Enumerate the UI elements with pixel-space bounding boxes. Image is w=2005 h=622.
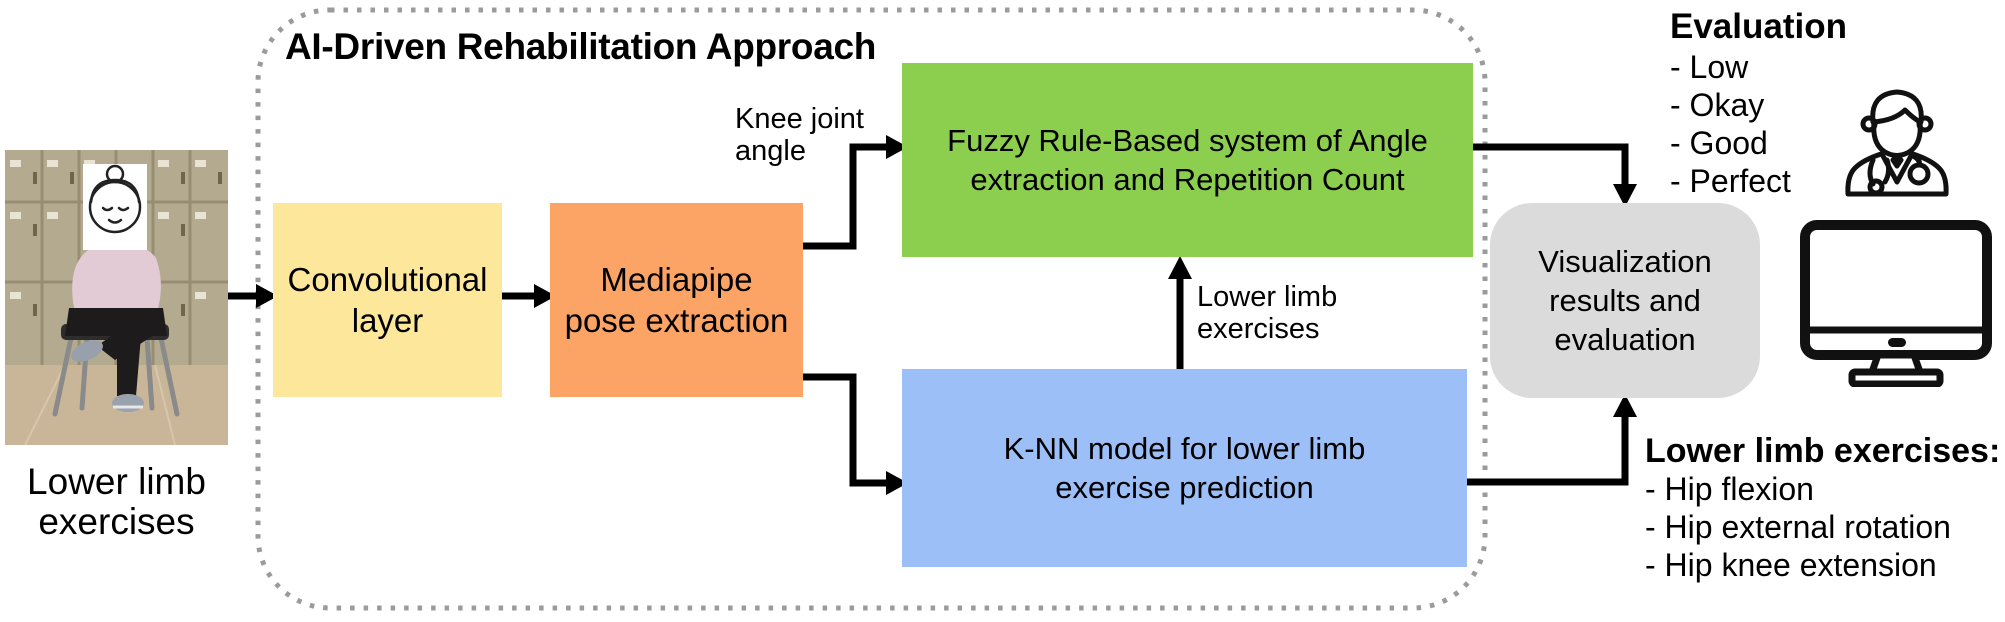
- box-label-line: Visualization: [1538, 244, 1712, 279]
- dashed-enclosure: [255, 7, 1488, 611]
- diagram-title: AI-Driven Rehabilitation Approach: [285, 26, 877, 67]
- doctor-icon: [1845, 89, 1949, 197]
- seated-person: [65, 164, 167, 412]
- evaluation-list: - Low- Okay- Good- Perfect: [1670, 48, 1847, 200]
- box-label-line: K-NN model for lower limb: [1003, 431, 1366, 466]
- evaluation-heading: Evaluation: [1670, 7, 1847, 46]
- exercise-item: - Hip external rotation: [1645, 509, 1951, 545]
- box-label-line: Convolutional: [287, 261, 488, 298]
- fuzzy-rule-system-box: Fuzzy Rule-Based system of Angle extracti…: [902, 63, 1473, 257]
- evaluation-item: - Okay: [1670, 87, 1765, 123]
- box-label-line: evaluation: [1554, 322, 1696, 357]
- label-line: angle: [735, 135, 806, 167]
- convolutional-layer-box: Convolutional layer: [273, 203, 502, 397]
- evaluation-item: - Good: [1670, 125, 1768, 161]
- label-line: Lower limb: [1197, 281, 1338, 313]
- box-label-line: pose extraction: [564, 302, 789, 339]
- caption-line: exercises: [38, 501, 195, 542]
- visualization-results-box: Visualization results and evaluation: [1490, 203, 1760, 398]
- exercise-item: - Hip flexion: [1645, 471, 1814, 507]
- box-label-line: extraction and Repetition Count: [970, 162, 1405, 197]
- exercises-heading: Lower limb exercises:: [1645, 432, 2001, 470]
- label-line: Knee joint: [735, 103, 864, 135]
- box-label-line: layer: [351, 302, 424, 339]
- patient-exercise-photo: [5, 150, 228, 445]
- caption-line: Lower limb: [27, 461, 206, 502]
- knn-model-box: K-NN model for lower limb exercise predic…: [902, 369, 1467, 567]
- chair: [52, 335, 180, 417]
- box-label-line: Fuzzy Rule-Based system of Angle: [947, 123, 1428, 158]
- evaluation-item: - Low: [1670, 49, 1749, 85]
- exercises-list: - Hip flexion- Hip external rotation- Hi…: [1645, 470, 2000, 584]
- computer-monitor-icon: [1800, 220, 1992, 387]
- box-label-line: results and: [1549, 283, 1701, 318]
- label-line: exercises: [1197, 313, 1320, 345]
- box-label-line: exercise prediction: [1055, 470, 1314, 505]
- evaluation-legend: Evaluation - Low- Okay- Good- Perfect: [1670, 6, 1847, 200]
- mediapipe-pose-extraction-box: Mediapipe pose extraction: [550, 203, 803, 397]
- box-label-line: Mediapipe: [600, 261, 753, 298]
- exercises-legend: Lower limb exercises: - Hip flexion- Hip…: [1645, 432, 2000, 584]
- exercise-item: - Hip knee extension: [1645, 547, 1937, 583]
- evaluation-item: - Perfect: [1670, 163, 1791, 199]
